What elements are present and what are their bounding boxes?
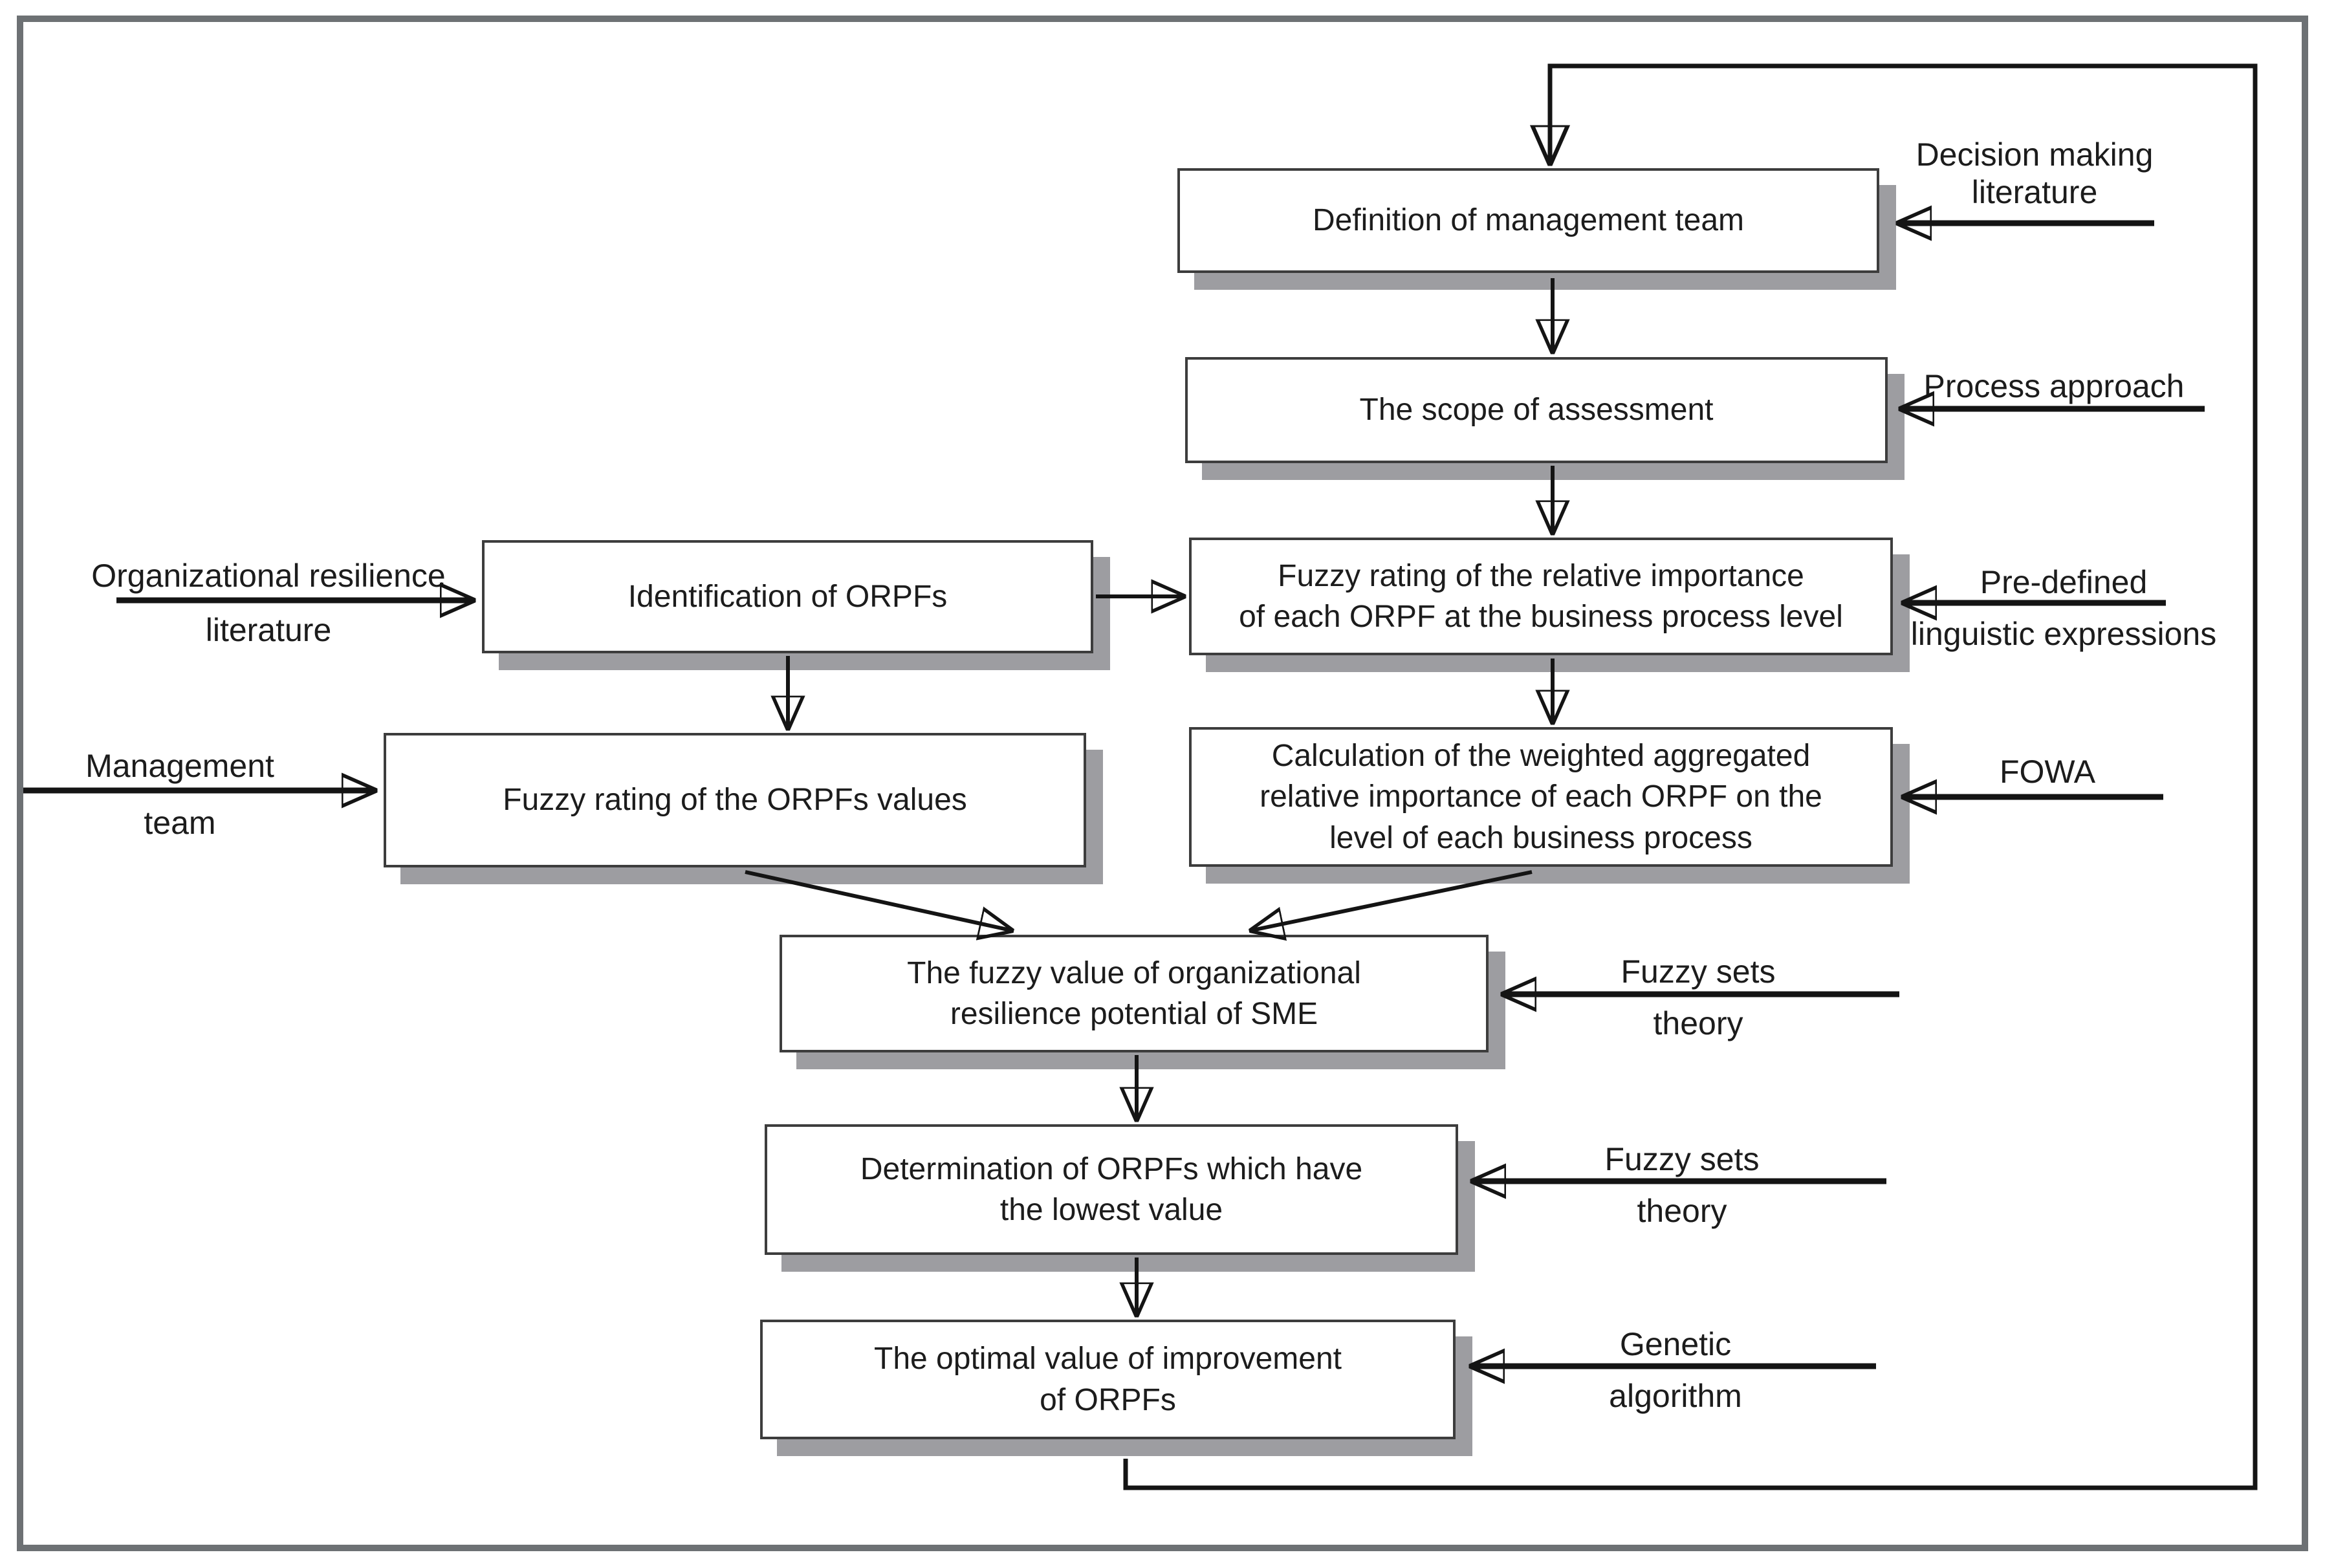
box-identification-of-orpfs: Identification of ORPFs [482,540,1093,653]
box-label: Identification of ORPFs [628,579,948,614]
box-label: The optimal value of improvement of ORPF… [874,1342,1342,1417]
box-label: The scope of assessment [1359,393,1714,428]
box-fuzzy-value-resilience-sme: The fuzzy value of organizational resili… [780,935,1489,1052]
box-optimal-improvement-orpfs: The optimal value of improvement of ORPF… [760,1320,1456,1439]
label-fuzzy-sets-theory-1: Fuzzy sets theory [1621,953,1776,1041]
label-predefined-linguistic-expressions: Pre-defined linguistic expressions [1910,564,2217,652]
box-calculation-weighted-aggregated: Calculation of the weighted aggregated r… [1189,727,1893,867]
box-label: Determination of ORPFs which have the lo… [860,1151,1363,1227]
box-label: The fuzzy value of organizational resili… [907,955,1361,1031]
box-definition-of-management-team: Definition of management team [1177,168,1879,273]
label-management-team: Management team [85,748,274,841]
label-fuzzy-sets-theory-2: Fuzzy sets theory [1604,1141,1760,1229]
label-decision-making-literature: Decision making literature [1916,136,2154,210]
box-determination-lowest-orpfs: Determination of ORPFs which have the lo… [765,1124,1458,1255]
box-label: Calculation of the weighted aggregated r… [1260,738,1822,855]
box-fuzzy-rating-orpfs-values: Fuzzy rating of the ORPFs values [384,733,1086,867]
box-label: Fuzzy rating of the ORPFs values [503,783,967,818]
box-scope-of-assessment: The scope of assessment [1185,357,1888,463]
box-label: Definition of management team [1312,203,1745,238]
box-label: Fuzzy rating of the relative importance … [1239,558,1843,634]
label-process-approach: Process approach [1923,368,2185,404]
box-fuzzy-rating-relative-importance: Fuzzy rating of the relative importance … [1189,538,1893,655]
outer-frame [17,16,2308,1551]
label-genetic-algorithm: Genetic algorithm [1609,1326,1742,1414]
label-fowa: FOWA [1999,754,2096,790]
label-organizational-resilience-literature: Organizational resilience literature [91,558,446,648]
